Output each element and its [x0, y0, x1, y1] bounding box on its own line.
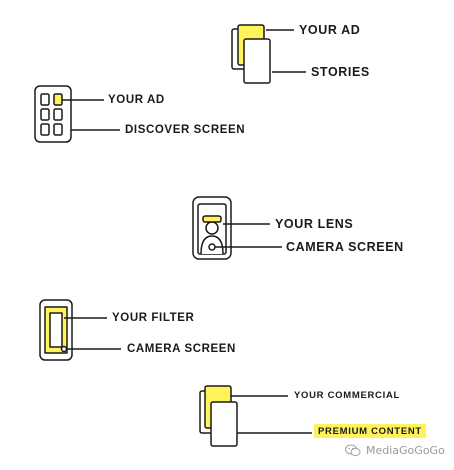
your-ad-discover-label: YOUR AD	[108, 94, 165, 106]
lens-camera-screen-label: CAMERA SCREEN	[286, 240, 404, 254]
commercial-card-stack-icon	[199, 385, 238, 447]
discover-phone-icon	[34, 85, 72, 143]
stories-card-stack-icon	[231, 24, 271, 84]
watermark: MediaGoGoGo	[345, 444, 445, 457]
your-commercial-label: YOUR COMMERCIAL	[294, 390, 401, 401]
your-ad-stories-label: YOUR AD	[299, 23, 361, 37]
lens-phone-icon	[192, 196, 232, 260]
filter-phone-icon	[39, 299, 73, 361]
premium-content-label: PREMIUM CONTENT	[314, 424, 426, 438]
premium-content-highlight: PREMIUM CONTENT	[314, 424, 426, 438]
wechat-icon	[345, 444, 361, 457]
filter-camera-screen-label: CAMERA SCREEN	[127, 343, 236, 355]
stories-label: STORIES	[311, 65, 370, 79]
watermark-text: MediaGoGoGo	[366, 444, 445, 457]
your-lens-label: YOUR LENS	[275, 217, 354, 231]
discover-screen-label: DISCOVER SCREEN	[125, 124, 246, 136]
your-filter-label: YOUR FILTER	[112, 312, 195, 324]
